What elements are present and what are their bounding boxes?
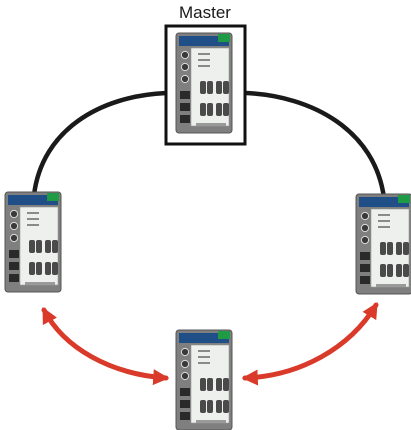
label-strip	[376, 284, 406, 287]
rj45-port-icon	[360, 276, 370, 284]
status-led-icon	[218, 331, 230, 339]
rj45-port-icon	[180, 400, 190, 408]
label-strip	[196, 123, 226, 126]
bottom-switch	[175, 329, 233, 430]
right-switch	[355, 193, 411, 295]
fiber-port-icon	[216, 400, 222, 413]
fiber-port-icon	[207, 103, 213, 116]
port-connector-icon	[180, 371, 190, 381]
fiber-port-icon	[200, 400, 206, 413]
indicator-mark	[198, 59, 210, 61]
fiber-port-icon	[387, 264, 393, 277]
indicator-mark	[198, 350, 210, 352]
rj45-port-icon	[360, 264, 370, 272]
fiber-port-icon	[207, 81, 213, 94]
fiber-port-icon	[36, 262, 42, 275]
indicator-mark	[198, 65, 210, 67]
switch-header	[179, 36, 229, 46]
rj45-port-icon	[180, 91, 190, 99]
port-connector-icon	[360, 235, 370, 245]
switch-header	[179, 333, 229, 343]
status-led-icon	[47, 193, 59, 201]
fiber-port-icon	[36, 240, 42, 253]
fiber-port-icon	[223, 400, 229, 413]
port-connector-icon	[9, 221, 19, 231]
label-strip	[196, 420, 226, 423]
indicator-mark	[27, 224, 39, 226]
port-connector-icon	[180, 359, 190, 369]
fiber-port-icon	[223, 103, 229, 116]
fiber-port-icon	[380, 264, 386, 277]
switch-header	[8, 195, 58, 205]
port-connector-icon	[9, 209, 19, 219]
fiber-port-icon	[396, 242, 402, 255]
fiber-port-icon	[216, 378, 222, 391]
indicator-mark	[198, 362, 210, 364]
status-led-icon	[218, 34, 230, 42]
rj45-port-icon	[360, 252, 370, 260]
port-connector-icon	[9, 233, 19, 243]
redundant-link-right-bottom	[241, 302, 379, 386]
fiber-port-icon	[29, 262, 35, 275]
fiber-port-icon	[200, 81, 206, 94]
indicator-mark	[198, 356, 210, 358]
ring-link-master-right	[243, 90, 387, 201]
port-connector-icon	[180, 50, 190, 60]
master-label: Master	[179, 3, 231, 22]
fiber-port-icon	[207, 378, 213, 391]
fiber-port-icon	[52, 262, 58, 275]
label-strip	[25, 282, 55, 285]
fiber-port-icon	[45, 240, 51, 253]
rj45-port-icon	[180, 412, 190, 420]
fiber-port-icon	[216, 81, 222, 94]
port-connector-icon	[180, 347, 190, 357]
master-switch	[175, 32, 233, 134]
left-switch	[4, 191, 62, 293]
fiber-port-icon	[403, 264, 409, 277]
port-connector-icon	[180, 74, 190, 84]
redundant-link-left-bottom	[41, 307, 170, 386]
fiber-port-icon	[387, 242, 393, 255]
rj45-port-icon	[9, 250, 19, 258]
fiber-port-icon	[380, 242, 386, 255]
port-connector-icon	[360, 211, 370, 221]
fiber-port-icon	[29, 240, 35, 253]
fiber-port-icon	[207, 400, 213, 413]
rj45-port-icon	[9, 274, 19, 282]
fiber-port-icon	[45, 262, 51, 275]
ring-link-master-left	[31, 90, 169, 198]
rj45-port-icon	[180, 388, 190, 396]
fiber-port-icon	[223, 378, 229, 391]
indicator-mark	[378, 214, 390, 216]
indicator-mark	[198, 53, 210, 55]
indicator-mark	[27, 218, 39, 220]
fiber-port-icon	[403, 242, 409, 255]
fiber-port-icon	[200, 103, 206, 116]
rj45-port-icon	[9, 262, 19, 270]
fiber-port-icon	[52, 240, 58, 253]
indicator-mark	[378, 220, 390, 222]
port-connector-icon	[180, 62, 190, 72]
indicator-mark	[378, 226, 390, 228]
fiber-port-icon	[223, 81, 229, 94]
rj45-port-icon	[180, 103, 190, 111]
rj45-port-icon	[180, 115, 190, 123]
indicator-mark	[27, 212, 39, 214]
port-connector-icon	[360, 223, 370, 233]
fiber-port-icon	[396, 264, 402, 277]
fiber-port-icon	[216, 103, 222, 116]
status-led-icon	[398, 195, 410, 203]
switch-header	[359, 197, 409, 207]
fiber-port-icon	[200, 378, 206, 391]
